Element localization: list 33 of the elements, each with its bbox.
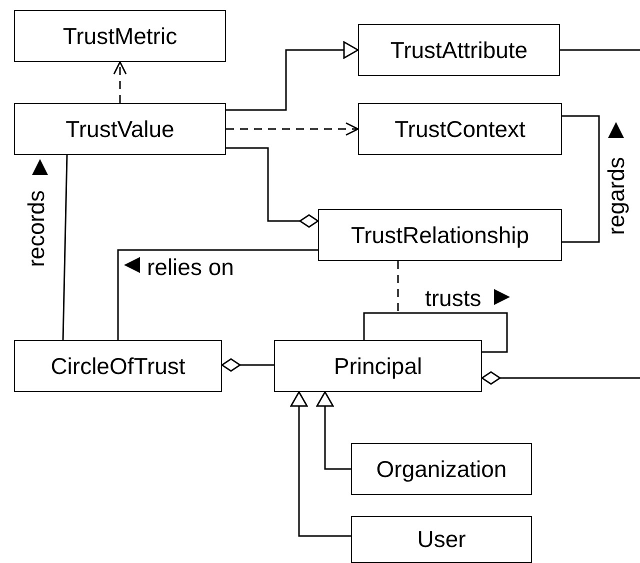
class-box xyxy=(14,340,222,392)
connector xyxy=(221,358,274,372)
class-box xyxy=(14,10,226,62)
connector xyxy=(226,147,319,228)
class-name: TrustRelationship xyxy=(350,222,530,248)
connector xyxy=(481,371,640,385)
class-name: CircleOfTrust xyxy=(50,352,186,380)
class-box xyxy=(351,516,532,563)
dashed-connector xyxy=(226,122,359,136)
connector xyxy=(117,249,318,340)
class-name: User xyxy=(417,526,466,553)
class-name: Organization xyxy=(376,456,507,482)
connector xyxy=(363,312,508,353)
class-box xyxy=(351,443,532,495)
class-box xyxy=(318,209,562,261)
edge-label: regards xyxy=(605,156,628,236)
connector xyxy=(226,41,359,111)
class-box xyxy=(14,103,226,155)
connector xyxy=(62,154,68,340)
connector xyxy=(290,391,351,537)
class-name: TrustAttribute xyxy=(390,36,528,64)
connector xyxy=(316,391,351,470)
class-name: TrustContext xyxy=(394,116,526,142)
class-box xyxy=(358,103,562,155)
class-name: TrustMetric xyxy=(62,22,178,50)
connector xyxy=(560,49,640,51)
class-box xyxy=(274,340,482,392)
connector xyxy=(562,115,600,243)
dashed-connector xyxy=(113,61,127,103)
class-box xyxy=(358,24,560,76)
class-name: Principal xyxy=(334,352,422,380)
dashed-connector xyxy=(397,261,399,313)
class-name: TrustValue xyxy=(66,116,174,142)
